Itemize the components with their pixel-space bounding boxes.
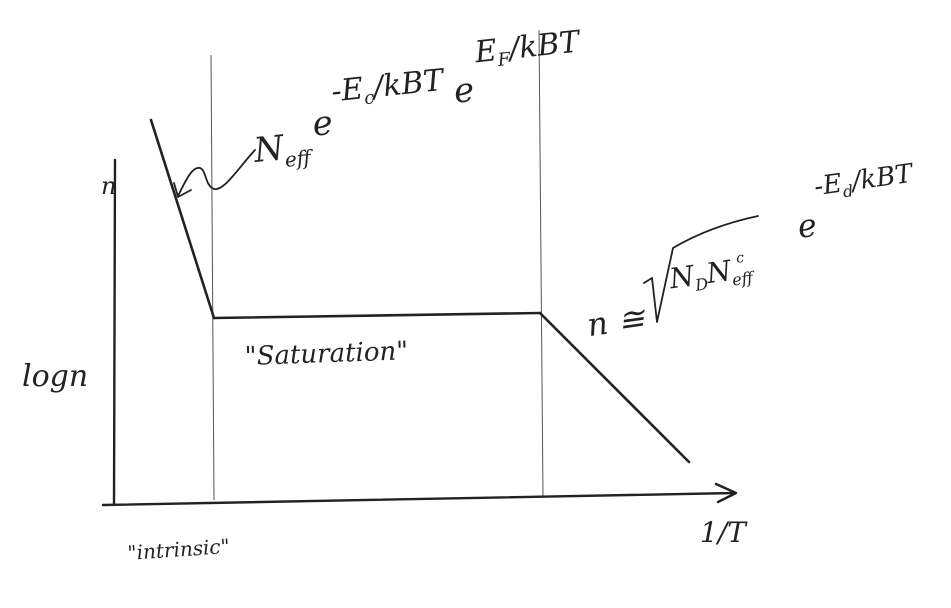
- svg-text:n ≅: n ≅: [585, 298, 649, 344]
- svg-text:-Ed/kBT: -Ed/kBT: [812, 159, 916, 206]
- intrinsic-region-label: "intrinsic": [127, 534, 231, 565]
- svg-text:e: e: [795, 206, 819, 246]
- freezeout-slope: [538, 311, 691, 464]
- y-axis: [112, 158, 117, 507]
- y-axis-tick-label: n: [101, 172, 116, 200]
- x-axis: [101, 491, 737, 507]
- svg-text:e: e: [452, 70, 476, 112]
- svg-text:e: e: [311, 103, 335, 145]
- intrinsic-equation: Neff e -Ec/kBT e EF/kBT: [251, 24, 583, 175]
- x-axis-arrowhead: [714, 482, 738, 504]
- freezeout-equation: n ≅ NDNeffc e -Ed/kBT: [585, 159, 916, 345]
- sqrt-sign: [643, 215, 759, 323]
- saturation-region-label: "Saturation": [244, 336, 408, 372]
- y-axis-label: logn: [22, 359, 88, 394]
- pointer-arrow: [177, 149, 256, 197]
- svg-text:-Ec/kBT: -Ec/kBT: [329, 63, 447, 113]
- pointer-arrowhead: [173, 182, 192, 198]
- divider-left: [210, 54, 215, 501]
- intrinsic-slope: [149, 118, 216, 320]
- svg-text:EF/kBT: EF/kBT: [472, 24, 583, 73]
- svg-text:NDNeffc: NDNeffc: [666, 249, 757, 299]
- x-axis-label: 1/T: [700, 516, 748, 549]
- divider-right: [538, 29, 544, 498]
- saturation-plateau: [212, 311, 542, 320]
- svg-text:Neff: Neff: [251, 125, 316, 175]
